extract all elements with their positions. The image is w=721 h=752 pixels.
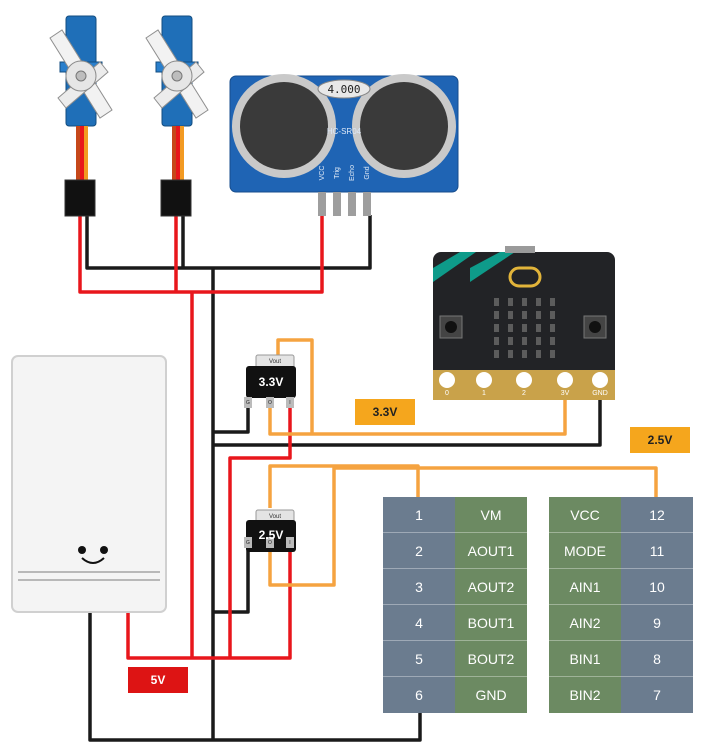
driver-pin-number: 9: [621, 605, 693, 641]
wire-reg2-gnd: [213, 545, 250, 614]
battery-box: [11, 355, 167, 613]
wire-reg2-to-driver-vm: [268, 464, 420, 508]
wire-5v-to-reg1: [228, 405, 292, 658]
driver-pin-name: AOUT2: [455, 569, 527, 605]
sensor-pin-gnd: Gnd: [363, 166, 371, 180]
voltage-tag-5v: 5V: [128, 667, 188, 693]
driver-pin-name: AIN2: [549, 605, 621, 641]
driver-pin-name: VM: [455, 497, 527, 533]
servo-1: [49, 15, 113, 217]
wires-orange: [268, 338, 658, 587]
driver-pin-number: 1: [383, 497, 455, 533]
driver-pin-name: AIN1: [549, 569, 621, 605]
driver-pin-number: 5: [383, 641, 455, 677]
led-matrix: [494, 298, 555, 358]
sensor-display-text: 4.000: [327, 82, 361, 96]
driver-pin-number: 7: [653, 687, 661, 703]
microbit-pin-3v: 3V: [560, 390, 570, 397]
regulator-2v5-top-text: Vout: [268, 514, 281, 520]
driver-pin-name: BOUT2: [455, 641, 527, 677]
driver-pin-name: MODE: [549, 533, 621, 569]
driver-pin-number: 11: [621, 533, 693, 569]
sensor-pin-vcc: VCC: [318, 165, 326, 181]
driver-pin-number: 12: [621, 497, 693, 533]
driver-pin-name: BIN2: [569, 687, 601, 703]
microbit-pin-gnd: GND: [592, 390, 608, 397]
sensor-pin-echo: Echo: [348, 165, 356, 181]
regulator-3v3-pin-o: O: [268, 399, 272, 406]
wire-servo-vcc-to-sensor-vcc: [78, 205, 324, 294]
driver-pin-number: 10: [621, 569, 693, 605]
voltage-tag-2v5: 2.5V: [630, 427, 690, 453]
wire-battery-gnd-to-driver-gnd: [88, 612, 422, 742]
microbit-pin-0: 0: [445, 390, 449, 397]
voltage-tag-3v3: 3.3V: [355, 399, 415, 425]
wires-black: [85, 205, 602, 742]
driver-pin-name: BIN1: [549, 641, 621, 677]
wires-red: [78, 205, 324, 660]
regulator-2v5-label: 2.5V: [258, 528, 284, 542]
wire-battery-vcc-to-reg2: [126, 545, 292, 660]
wire-reg2-out-to-driver-vcc: [268, 466, 658, 587]
regulator-3v3-pin-g: G: [246, 399, 250, 406]
wire-reg1-gnd: [213, 405, 250, 434]
regulator-3v3: [244, 354, 296, 408]
regulator-2v5: [244, 509, 296, 552]
wire-microbit-gnd: [213, 390, 602, 447]
wire-reg1-out-to-microbit-3v: [268, 390, 567, 436]
motor-driver-board: [383, 497, 693, 713]
driver-pin-number: 8: [621, 641, 693, 677]
driver-pin-name: AOUT1: [455, 533, 527, 569]
hc-sr04-sensor: [229, 74, 459, 216]
driver-pin-name: VCC: [549, 497, 621, 533]
sensor-model-text: HC-SR04: [326, 126, 362, 136]
microbit-pin-1: 1: [482, 390, 486, 397]
regulator-2v5-pin-o: O: [268, 539, 272, 546]
microbit-board: [433, 246, 615, 400]
wire-reg1-vout-loop: [276, 338, 314, 434]
driver-pin-number: 2: [383, 533, 455, 569]
driver-pin-number: 6: [415, 687, 423, 703]
wire-servo-gnd-to-sensor-gnd: [85, 205, 372, 270]
driver-pin-name: GND: [475, 687, 507, 703]
regulator-3v3-top-text: Vout: [268, 359, 281, 365]
driver-pin-name: BOUT1: [455, 605, 527, 641]
sensor-pin-trig: Trig: [333, 167, 341, 179]
microbit-pin-2: 2: [522, 390, 526, 397]
regulator-3v3-pin-i: I: [289, 399, 291, 406]
driver-pin-number: 4: [383, 605, 455, 641]
regulator-2v5-pin-g: G: [246, 539, 250, 546]
servo-2: [145, 15, 209, 217]
driver-pin-number: 3: [383, 569, 455, 605]
regulator-2v5-pin-i: I: [289, 539, 291, 546]
regulator-3v3-label: 3.3V: [258, 375, 284, 389]
